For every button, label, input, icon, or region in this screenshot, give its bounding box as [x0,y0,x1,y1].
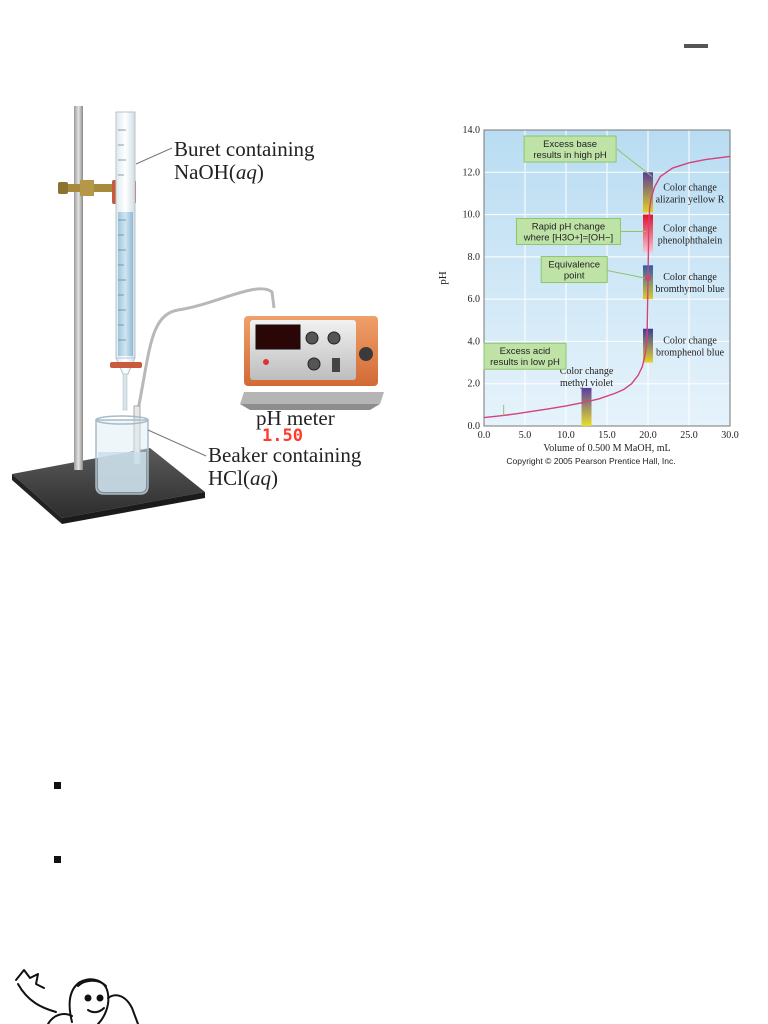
beaker-label-line2: HCl(aq) [208,467,278,490]
apparatus-drawing [12,106,384,524]
annotation-leader [601,269,645,279]
indicator-label-line2: bromphenol blue [656,348,725,359]
indicator-label-line2: bromthymol blue [655,284,725,295]
y-tick-label: 0.0 [468,421,481,432]
beaker-rim [95,415,149,425]
indicator-label-line1: Color change [663,224,717,235]
clamp-arm [66,184,134,192]
meter-knob-3 [307,357,321,371]
copyright-notice: Copyright © 2005 Pearson Prentice Hall, … [506,456,675,466]
clamp-block [80,180,94,196]
titration-apparatus: 1.50 Buret containing NaOH(aq) pH meter … [0,100,400,530]
buret-nozzle [122,373,128,411]
y-tick-label: 4.0 [468,336,481,347]
y-tick-label: 12.0 [463,167,481,178]
clamp-knob [58,182,68,194]
x-tick-label: 5.0 [519,430,532,441]
equivalence-point-marker [645,275,651,281]
indicator-bar [643,172,653,213]
meter-display: 1.50 [262,426,303,446]
x-tick-label: 25.0 [680,430,698,441]
meter-switch [332,358,340,372]
beaker-label-close: ) [271,466,278,490]
annotation-line2: where [H3O+]=[OH−] [523,232,614,243]
x-tick-label: 30.0 [721,430,739,441]
stand-rod [74,106,83,470]
beaker-liquid [98,452,146,492]
annotation-line1: Excess acid [500,346,551,357]
stand-base-side [62,492,205,524]
annotation-leader [616,148,653,177]
x-tick-label: 20.0 [639,430,657,441]
titration-curve-line [483,155,731,419]
electrode-cable [136,287,276,411]
indicator-label-line2: phenolphthalein [658,236,722,247]
indicator-label-line1: Color change [560,366,614,377]
y-tick-label: 14.0 [463,125,481,136]
meter-knob-1 [305,331,319,345]
top-dash [684,44,708,48]
y-tick-label: 10.0 [463,210,481,221]
beaker-label-state: aq [250,466,271,490]
indicator-label-line2: alizarin yellow R [656,194,725,205]
indicator-label-line2: methyl violet [560,378,613,389]
indicator-label-line1: Color change [663,272,717,283]
meter-label: pH meter [256,406,335,430]
annotation-line2: results in low pH [490,357,560,368]
buret-label-line2: NaOH(aq) [174,161,264,184]
annotation-line1: Excess base [543,139,597,150]
indicator-label-line1: Color change [663,182,717,193]
x-tick-label: 15.0 [598,430,616,441]
beaker-leader-line [147,429,207,457]
buret-label-close: ) [256,160,264,184]
buret-graduations [118,129,126,341]
annotation-line1: Equivalence [548,260,600,271]
x-tick-label: 10.0 [557,430,575,441]
beaker-label-line1: Beaker containing [208,443,362,467]
meter-side-dial [359,347,373,361]
beaker-label-formula: HCl( [208,466,250,490]
y-axis-label: pH [437,271,449,285]
buret-stopcock [110,362,142,368]
buret-liquid [118,212,133,356]
buret-leader-line [135,147,173,165]
annotation-box [523,135,617,163]
y-tick-label: 2.0 [468,379,481,390]
stand-base-front [12,474,62,524]
y-tick-label: 8.0 [468,252,481,263]
annotation-box [540,256,608,284]
indicator-bar [581,387,592,426]
cartoon-figure [15,969,139,1024]
meter-power-led [263,359,269,365]
annotation-line2: results in high pH [533,150,607,161]
indicator-label-line1: Color change [663,336,717,347]
plot-frame [483,129,731,427]
meter-display-bg [255,324,301,350]
buret-label-line1: Buret containing [174,137,315,161]
annotation-box [515,217,621,245]
y-tick-label: 6.0 [468,294,481,305]
x-axis-label: Volume of 0.500 M MaOH, mL [543,443,670,454]
annotation-line1: Rapid pH change [532,221,605,232]
meter-knob-2 [327,331,341,345]
bullet-marker-2 [54,856,61,863]
bullet-marker-1 [54,782,61,789]
indicator-bar [643,328,653,363]
beaker-glass [95,419,149,495]
buret-label-formula: NaOH( [174,160,236,184]
meter-stand [240,392,384,404]
meter-stand-base [240,404,380,410]
annotation-box [483,342,567,370]
annotation-line2: point [564,271,585,282]
titration-curve-chart: 0.0 5.0 10.0 15.0 20.0 25.0 30.0 0.0 2.0 4.0 6.0 8.… [437,125,739,466]
buret-label-state: aq [235,160,257,184]
x-tick-label: 0.0 [478,430,491,441]
